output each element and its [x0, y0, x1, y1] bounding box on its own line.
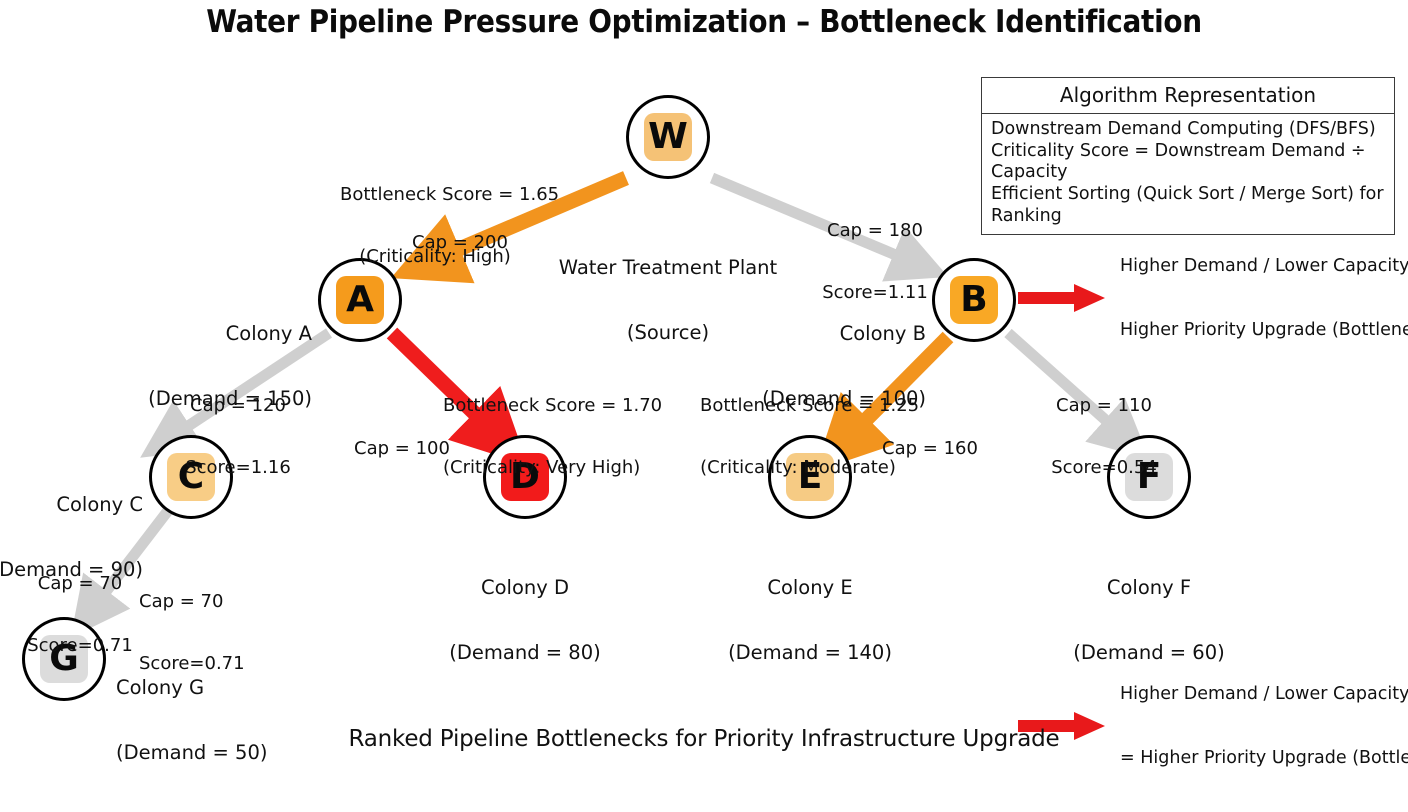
edge-label-c-g-right-score: Score=0.71 [139, 653, 245, 675]
node-f[interactable]: F [1107, 435, 1191, 519]
edge-label-a-c-score: Score=1.16 [185, 457, 291, 479]
diagram-canvas: Water Pipeline Pressure Optimization – B… [0, 4, 1408, 768]
edge-label-w-a-score-line2: (Criticality: High) [359, 246, 511, 268]
node-w-label: Water Treatment Plant (Source) [556, 213, 780, 388]
edge-label-b-e-cap: Cap = 160 [875, 398, 985, 501]
node-c-badge: C [167, 453, 215, 501]
algorithm-legend-body: Downstream Demand Computing (DFS/BFS) Cr… [982, 114, 1394, 234]
legend-key-bottom-line2: = Higher Priority Upgrade (Bottleneck) [1120, 747, 1408, 768]
node-g-badge: G [40, 635, 88, 683]
node-w[interactable]: W [626, 95, 710, 179]
node-e-name: Colony E [767, 575, 853, 599]
edge-label-c-g-left-score: Score=0.71 [27, 635, 133, 657]
legend-key-bottom-line1: Higher Demand / Lower Capacity [1120, 683, 1408, 704]
edge-label-a-c-cap: Cap = 120 [190, 395, 286, 417]
page-caption: Ranked Pipeline Bottlenecks for Priority… [348, 726, 1060, 752]
edge-layer [70, 171, 1150, 638]
node-c[interactable]: C [149, 435, 233, 519]
edge-w-a [390, 171, 629, 284]
edge-label-b-f: Cap = 110 Score=0.54 [1041, 355, 1167, 521]
edge-label-a-d-cap-text: Cap = 100 [354, 438, 450, 460]
node-d-badge: D [501, 453, 549, 501]
node-e-sub: (Demand = 140) [728, 641, 892, 665]
node-b[interactable]: B [932, 258, 1016, 342]
edge-label-c-g-left-cap: Cap = 70 [37, 573, 123, 595]
edge-label-a-d-cap: Cap = 100 [347, 398, 457, 501]
node-a[interactable]: A [318, 258, 402, 342]
node-e[interactable]: E [768, 435, 852, 519]
edge-label-w-a-score-line1: Bottleneck Score = 1.65 [340, 184, 560, 206]
node-c-label: Colony C (Demand = 90) [0, 450, 143, 625]
edge-label-w-a-cap-text: Cap = 200 [412, 232, 508, 254]
red-arrow-icon-bottom [1018, 712, 1105, 741]
node-g-name: Colony G [116, 675, 205, 699]
algorithm-legend-header: Algorithm Representation [982, 78, 1394, 114]
node-b-label: Colony B (Demand = 100) [706, 279, 926, 454]
node-d-name: Colony D [480, 575, 569, 599]
edge-label-w-b-cap: Cap = 180 [827, 220, 923, 242]
node-g[interactable]: G [22, 617, 106, 701]
node-b-sub: (Demand = 100) [762, 387, 926, 411]
edge-label-b-f-score: Score=0.54 [1051, 457, 1157, 479]
edge-b-f [1004, 328, 1150, 460]
node-f-label: Colony F (Demand = 60) [1037, 533, 1261, 708]
node-d-sub: (Demand = 80) [449, 641, 601, 665]
edge-b-e [814, 331, 954, 472]
node-g-sub: (Demand = 50) [116, 741, 268, 765]
node-c-name: Colony C [56, 492, 143, 516]
node-a-name: Colony A [225, 321, 312, 345]
legend-key-top-line1: Higher Demand / Lower Capacity = [1120, 255, 1408, 276]
node-f-sub: (Demand = 60) [1073, 641, 1225, 665]
algorithm-legend-line-1: Downstream Demand Computing (DFS/BFS) [991, 119, 1376, 139]
edge-label-b-e-score: Bottleneck Score = 1.25 (Criticality: Mo… [700, 355, 920, 521]
node-e-label: Colony E (Demand = 140) [698, 533, 922, 708]
page-title: Water Pipeline Pressure Optimization – B… [206, 4, 1202, 40]
edge-label-w-a-cap: Cap = 200 [405, 192, 515, 295]
legend-key-top: Higher Demand / Lower Capacity = Higher … [1018, 213, 1408, 384]
edge-label-b-e-score-line2: (Criticality: Moderate) [700, 457, 896, 479]
edge-label-a-d-score: Bottleneck Score = 1.70 (Criticality: Ve… [443, 355, 663, 521]
edge-a-c [140, 328, 333, 458]
edge-c-g [70, 504, 175, 638]
node-f-name: Colony F [1106, 575, 1192, 599]
red-arrow-icon [1018, 284, 1105, 313]
node-g-label: Colony G (Demand = 50) [116, 633, 346, 808]
node-a-sub: (Demand = 150) [148, 387, 312, 411]
node-f-badge: F [1125, 453, 1173, 501]
node-c-sub: (Demand = 90) [0, 558, 143, 582]
edge-a-d [386, 327, 528, 466]
node-a-label: Colony A (Demand = 150) [90, 279, 312, 454]
edge-w-b [709, 172, 949, 282]
algorithm-legend-line-2: Criticality Score = Downstream Demand ÷ … [991, 140, 1366, 183]
node-b-badge: B [950, 276, 998, 324]
node-w-sub: (Source) [626, 321, 710, 345]
legend-key-top-text: Higher Demand / Lower Capacity = Higher … [1120, 213, 1408, 384]
legend-key-top-line2: Higher Priority Upgrade (Bottleneck) [1120, 319, 1408, 340]
edge-label-b-f-cap: Cap = 110 [1056, 395, 1152, 417]
legend-key-bottom: Higher Demand / Lower Capacity = Higher … [1018, 641, 1408, 812]
edge-label-b-e-score-line1: Bottleneck Score = 1.25 [700, 395, 920, 417]
legend-key-bottom-text: Higher Demand / Lower Capacity = Higher … [1120, 641, 1408, 812]
edge-label-c-g-right-cap: Cap = 70 [139, 591, 224, 613]
node-d-label: Colony D (Demand = 80) [413, 533, 637, 708]
algorithm-legend-line-3: Efficient Sorting (Quick Sort / Merge So… [991, 184, 1384, 226]
edge-label-w-b: Cap = 180 Score=1.11 [812, 180, 938, 346]
node-w-badge: W [644, 113, 692, 161]
edge-label-a-d-score-line1: Bottleneck Score = 1.70 [443, 395, 663, 417]
edge-label-c-g-left: Cap = 70 Score=0.71 [20, 533, 140, 699]
edge-label-b-e-cap-text: Cap = 160 [882, 438, 978, 460]
node-b-name: Colony B [839, 321, 926, 345]
edge-label-w-b-score: Score=1.11 [822, 282, 928, 304]
node-w-name: Water Treatment Plant [558, 255, 778, 279]
edge-label-w-a-score: Bottleneck Score = 1.65 (Criticality: Hi… [340, 144, 560, 310]
algorithm-legend-box: Algorithm Representation Downstream Dema… [981, 77, 1395, 236]
edge-label-c-g-right: Cap = 70 Score=0.71 [139, 551, 269, 717]
node-e-badge: E [786, 453, 834, 501]
edge-label-a-d-score-line2: (Criticality: Very High) [443, 457, 641, 479]
edge-label-a-c: Cap = 120 Score=1.16 [175, 355, 301, 521]
node-a-badge: A [336, 276, 384, 324]
node-d[interactable]: D [483, 435, 567, 519]
